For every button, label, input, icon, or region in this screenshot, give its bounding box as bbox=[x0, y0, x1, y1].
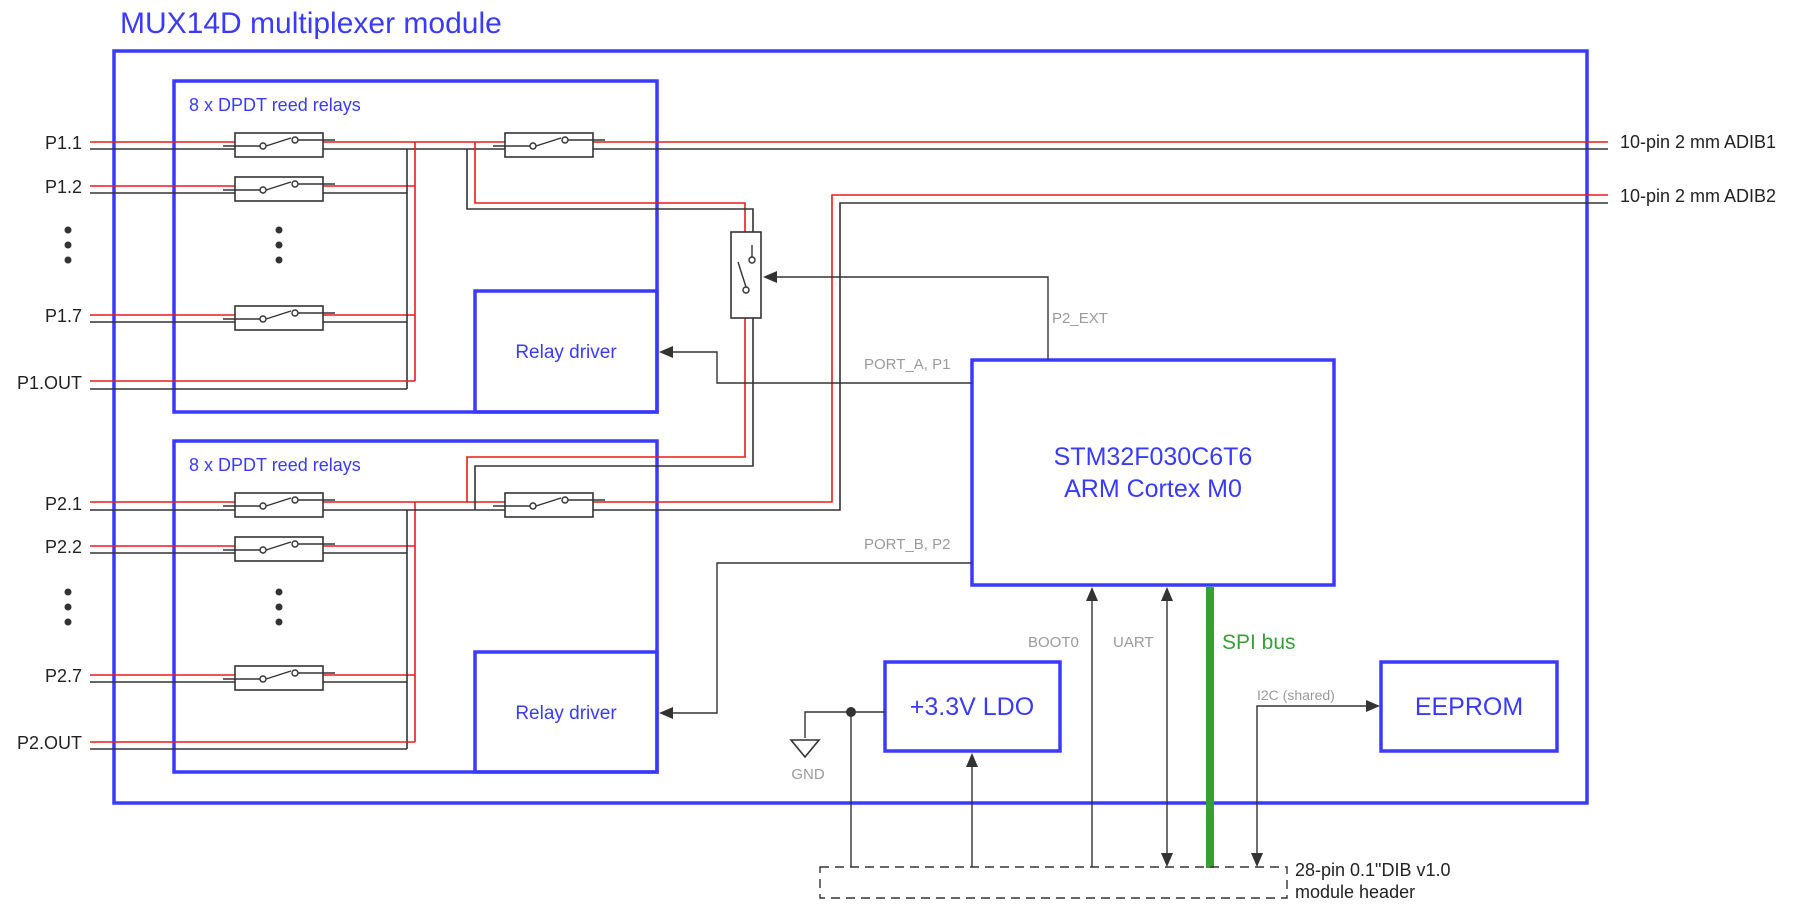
output-label-adib1: 10-pin 2 mm ADIB1 bbox=[1620, 132, 1776, 152]
relay-bank-2-title: 8 x DPDT reed relays bbox=[189, 455, 361, 475]
relay-switch-icon bbox=[223, 176, 335, 202]
signal-label-spi-bus: SPI bus bbox=[1222, 631, 1296, 654]
module-title: MUX14D multiplexer module bbox=[120, 7, 502, 40]
relay-switch-icon bbox=[493, 492, 605, 518]
ldo-label: +3.3V LDO bbox=[910, 693, 1034, 721]
relay-bank-2 bbox=[172, 439, 659, 774]
relay-driver-2 bbox=[473, 650, 659, 774]
signal-label-port-b: PORT_B, P2 bbox=[864, 536, 950, 553]
relay-driver-1 bbox=[473, 289, 659, 414]
header-label-line2: module header bbox=[1295, 882, 1415, 902]
relay-driver-2-label: Relay driver bbox=[515, 703, 617, 724]
port-label-p2-7: P2.7 bbox=[45, 666, 82, 686]
port-label-p1-7: P1.7 bbox=[45, 306, 82, 326]
port-label-p1-2: P1.2 bbox=[45, 177, 82, 197]
signal-label-uart: UART bbox=[1113, 634, 1154, 651]
relay-switch-icon bbox=[223, 132, 335, 158]
signal-label-boot0: BOOT0 bbox=[1028, 634, 1079, 651]
mcu-label-line2: ARM Cortex M0 bbox=[1064, 475, 1242, 503]
control-wiring bbox=[659, 271, 1380, 867]
module-outline bbox=[112, 49, 1589, 805]
mcu-block bbox=[970, 358, 1336, 587]
signal-label-port-a: PORT_A, P1 bbox=[864, 356, 950, 373]
relay-switches bbox=[223, 132, 762, 691]
port-label-p2-2: P2.2 bbox=[45, 537, 82, 557]
relay-switch-icon bbox=[223, 536, 335, 562]
port-label-p2-out: P2.OUT bbox=[17, 733, 82, 753]
module-header bbox=[819, 866, 1288, 899]
relay-switch-icon bbox=[223, 492, 335, 518]
signal-label-p2-ext: P2_EXT bbox=[1052, 310, 1108, 327]
port-label-p2-1: P2.1 bbox=[45, 494, 82, 514]
bank-2-wiring bbox=[90, 194, 1608, 750]
relay-switch-icon bbox=[223, 665, 335, 691]
eeprom-block bbox=[1379, 660, 1559, 753]
signal-label-gnd: GND bbox=[791, 766, 825, 783]
relay-driver-1-label: Relay driver bbox=[515, 342, 617, 363]
ellipsis-dots-icon bbox=[64, 226, 283, 626]
signal-label-i2c: I2C (shared) bbox=[1257, 687, 1335, 703]
port-label-p1-out: P1.OUT bbox=[17, 373, 82, 393]
relay-switch-icon bbox=[493, 132, 605, 158]
relay-switch-icon bbox=[223, 305, 335, 331]
relay-bank-1 bbox=[172, 79, 659, 414]
mcu-label-line1: STM32F030C6T6 bbox=[1054, 443, 1253, 471]
spi-bus-line bbox=[1206, 587, 1214, 868]
header-label-line1: 28-pin 0.1"DIB v1.0 bbox=[1295, 860, 1450, 880]
selector-relay-icon bbox=[730, 231, 762, 319]
eeprom-label: EEPROM bbox=[1415, 693, 1523, 721]
ground-icon bbox=[789, 739, 821, 759]
port-label-p1-1: P1.1 bbox=[45, 133, 82, 153]
ldo-block bbox=[883, 660, 1062, 753]
relay-bank-1-title: 8 x DPDT reed relays bbox=[189, 95, 361, 115]
output-label-adib2: 10-pin 2 mm ADIB2 bbox=[1620, 186, 1776, 206]
